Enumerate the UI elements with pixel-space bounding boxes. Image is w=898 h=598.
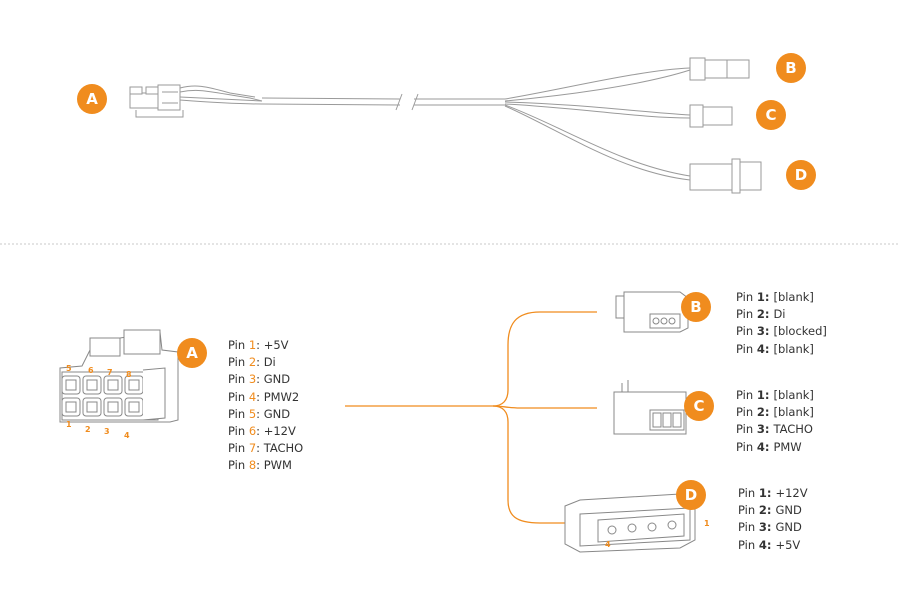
connector-d-pin-label-4: 4 [605,540,611,549]
pin-row: Pin 1: +12V [738,486,808,500]
badge-a-detail: A [177,338,207,368]
pin-row: Pin 3: GND [738,520,802,535]
cable-connector-a [129,84,184,118]
pin-row: Pin 3: GND [228,372,291,387]
badge-d-detail: D [676,480,706,510]
pin-list-d: Pin 1: +12V Pin 2: GND Pin 3: GND Pin 4:… [738,485,808,554]
connector-a-pin-label-6: 6 [88,366,94,375]
pin-row: Pin 7: TACHO [228,441,304,456]
pin-list-b: Pin 1: [blank] Pin 2: Di Pin 3: [blocked… [736,289,827,358]
pin-row: Pin 1: +5V [228,338,289,352]
pin-row: Pin 3: TACHO [736,422,813,437]
pin-row: Pin 4: PMW [736,439,802,454]
pin-row: Pin 6: +12V [228,424,296,439]
pin-row: Pin 5: GND [228,406,291,421]
pin-row: Pin 2: Di [736,307,786,322]
connector-d-pin-label-1: 1 [704,519,710,528]
pin-row: Pin 2: Di [228,355,276,370]
cable-overview [129,57,762,194]
badge-c-detail: C [684,391,714,421]
pinout-bracket [345,311,597,524]
connector-a-pin-label-2: 2 [85,425,91,434]
badge-b-top: B [776,53,806,83]
cable-connector-d [689,158,762,194]
pin-list-a: Pin 1: +5V Pin 2: Di Pin 3: GND Pin 4: P… [228,337,303,475]
cable-connector-c [689,104,733,128]
pin-list-c: Pin 1: [blank] Pin 2: [blank] Pin 3: TAC… [736,387,814,456]
pin-row: Pin 1: [blank] [736,290,814,304]
pin-row: Pin 3: [blocked] [736,324,827,339]
badge-d-top: D [786,160,816,190]
pin-row: Pin 4: PMW2 [228,389,300,404]
connector-c-detail [613,380,687,435]
badge-c-top: C [756,100,786,130]
connector-a-detail [59,329,179,423]
pin-row: Pin 2: [blank] [736,405,814,420]
cable-connector-b [689,57,750,81]
connector-a-pin-label-1: 1 [66,420,72,429]
connector-a-pin-label-8: 8 [126,370,132,379]
connector-a-pin-label-7: 7 [107,368,113,377]
connector-a-pin-label-5: 5 [66,364,72,373]
badge-a-top: A [77,84,107,114]
pin-row: Pin 1: [blank] [736,388,814,402]
connector-a-pin-label-4: 4 [124,431,130,440]
pin-row: Pin 8: PWM [228,458,292,473]
pin-row: Pin 4: +5V [738,537,801,552]
connector-a-pin-label-3: 3 [104,427,110,436]
badge-b-detail: B [681,292,711,322]
connector-d-detail [564,493,696,553]
pin-row: Pin 2: GND [738,503,802,518]
connector-b-detail [615,291,689,333]
pin-row: Pin 4: [blank] [736,341,814,356]
